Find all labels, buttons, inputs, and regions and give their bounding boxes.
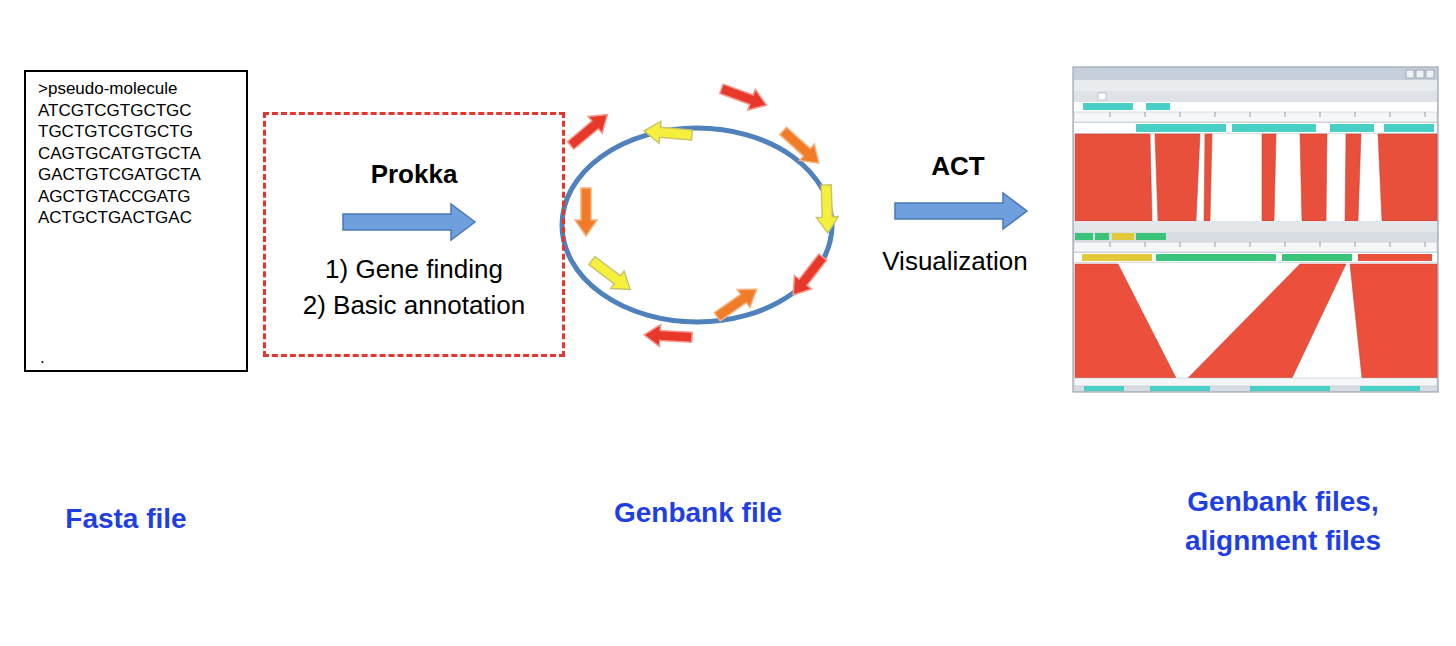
file-type-label: Fasta file [11, 499, 241, 538]
illustration-part [1406, 70, 1414, 78]
file-type-label: Genbank file [568, 493, 828, 532]
illustration-part [1156, 254, 1276, 261]
act-screenshot [1073, 67, 1438, 392]
ellipsis-dot: . [40, 348, 45, 368]
gene-arrow [643, 120, 693, 146]
step-text: 1) Gene finding [266, 254, 562, 285]
illustration-part [1282, 254, 1352, 261]
process-box: Prokka 1) Gene finding 2) Basic annotation [263, 112, 565, 357]
illustration-part [1360, 386, 1420, 391]
illustration-part [1074, 80, 1437, 91]
illustration-part [1075, 264, 1437, 378]
tool-name: Prokka [266, 159, 562, 190]
gene-arrow [564, 106, 615, 154]
illustration-part [1146, 103, 1170, 110]
illustration-part [1074, 378, 1437, 386]
gene-arrow [718, 78, 771, 115]
illustration-part [1074, 221, 1437, 232]
illustration-part [1075, 134, 1152, 221]
illustration-part [1074, 91, 1437, 102]
illustration-part [1074, 242, 1437, 252]
illustration-part [1426, 70, 1434, 78]
file-box: >pseudo-molecule ATCGTCGTGCTGC TGCTGTCGT… [24, 70, 248, 372]
gene-arrow [776, 123, 826, 171]
illustration-part [1378, 134, 1437, 221]
illustration-part [1075, 233, 1093, 240]
illustration-part [1083, 103, 1133, 110]
illustration-part [1262, 134, 1276, 221]
illustration-part [1250, 386, 1330, 391]
illustration-part [1074, 68, 1437, 80]
chromosome-circle [562, 128, 832, 322]
illustration-part [1074, 123, 1437, 133]
illustration-part [1150, 386, 1210, 391]
illustration-part [1074, 134, 1437, 221]
illustration-part [1136, 124, 1226, 132]
sequence-text: >pseudo-molecule ATCGTCGTGCTGC TGCTGTCGT… [38, 78, 200, 229]
gene-arrow [711, 280, 763, 326]
illustration-part [1350, 264, 1437, 378]
illustration-part [1300, 134, 1327, 221]
gene-arrow [643, 324, 692, 348]
illustration-part [1345, 134, 1361, 221]
illustration-part [1110, 242, 1425, 247]
illustration-part [1075, 264, 1176, 378]
illustration-part [1075, 134, 1437, 221]
gene-arrow [785, 250, 832, 301]
illustration-part [1082, 254, 1152, 261]
step-text: 2) Basic annotation [266, 290, 562, 321]
illustration-part [1112, 233, 1134, 240]
file-type-label: Genbank files, alignment files [1158, 482, 1408, 560]
illustration-part [1074, 112, 1437, 122]
illustration-part [1384, 124, 1434, 132]
illustration-part [1098, 93, 1106, 100]
illustration-part [1110, 112, 1425, 117]
illustration-part [1232, 124, 1316, 132]
illustration-part [1155, 134, 1200, 221]
illustration-part [1073, 67, 1438, 392]
illustration-part [1188, 264, 1346, 378]
genome-map [562, 78, 839, 348]
illustration-part [1416, 70, 1424, 78]
illustration-part [1204, 134, 1212, 221]
gene-arrow [585, 252, 637, 298]
gene-arrow [575, 188, 597, 236]
illustration-part [1136, 233, 1166, 240]
process-arrow [895, 193, 1027, 229]
illustration-part [1084, 386, 1124, 391]
gene-arrow [815, 185, 839, 234]
illustration-part [1358, 254, 1432, 261]
tool-name: ACT [878, 148, 1038, 184]
illustration-part [1074, 102, 1437, 112]
step-text: Visualization [855, 243, 1055, 279]
process-arrow [343, 204, 475, 240]
illustration-part [1074, 263, 1437, 378]
illustration-part [1095, 233, 1109, 240]
illustration-part [1330, 124, 1374, 132]
illustration-part [1074, 253, 1437, 262]
